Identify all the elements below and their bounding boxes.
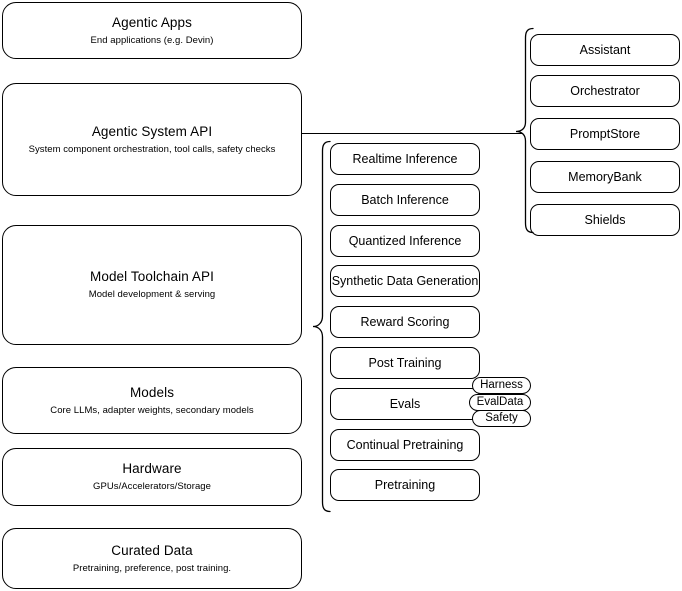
component-batch-inference[interactable]: Batch Inference	[330, 184, 480, 216]
evals-tag-safety[interactable]: Safety	[472, 410, 531, 427]
system-component-orchestrator[interactable]: Orchestrator	[530, 75, 680, 107]
component-label: Batch Inference	[361, 192, 449, 207]
layer-title: Curated Data	[111, 542, 193, 558]
layer-model-toolchain-api[interactable]: Model Toolchain API Model development & …	[2, 225, 302, 345]
layer-subtitle: System component orchestration, tool cal…	[28, 143, 276, 155]
layer-title: Models	[129, 384, 175, 400]
component-label: Realtime Inference	[352, 151, 458, 166]
component-evals[interactable]: Evals	[330, 388, 480, 420]
component-realtime-inference[interactable]: Realtime Inference	[330, 143, 480, 175]
component-label: Continual Pretraining	[346, 437, 464, 452]
layer-title: Model Toolchain API	[90, 269, 214, 284]
layer-subtitle: End applications (e.g. Devin)	[90, 34, 214, 46]
layer-models[interactable]: Models Core LLMs, adapter weights, secon…	[2, 367, 302, 434]
evals-tag-label: Harness	[480, 379, 523, 391]
layer-subtitle: Model development & serving	[88, 289, 216, 300]
system-component-shields[interactable]: Shields	[530, 204, 680, 236]
system-component-label: Assistant	[579, 42, 631, 57]
layer-title: Agentic Apps	[111, 14, 192, 30]
component-label: Synthetic Data Generation	[331, 273, 479, 288]
brace-toolchain-components	[311, 140, 331, 515]
layer-agentic-system-api[interactable]: Agentic System API System component orch…	[2, 83, 302, 196]
system-component-label: Shields	[584, 212, 626, 227]
component-quantized-inference[interactable]: Quantized Inference	[330, 225, 480, 257]
system-component-label: PromptStore	[569, 126, 641, 141]
evals-tag-label: Safety	[485, 412, 518, 424]
brace-system-components	[514, 27, 534, 235]
system-component-assistant[interactable]: Assistant	[530, 34, 680, 66]
component-post-training[interactable]: Post Training	[330, 347, 480, 379]
layer-subtitle: GPUs/Accelerators/Storage	[93, 481, 211, 492]
layer-title: Hardware	[122, 461, 182, 476]
connector-system-api-to-components	[302, 133, 523, 135]
system-component-promptstore[interactable]: PromptStore	[530, 118, 680, 150]
layer-title: Agentic System API	[91, 123, 213, 139]
evals-tag-evaldata[interactable]: EvalData	[469, 394, 531, 411]
component-reward-scoring[interactable]: Reward Scoring	[330, 306, 480, 338]
system-component-label: MemoryBank	[568, 169, 642, 184]
component-label: Post Training	[368, 355, 442, 370]
layer-subtitle: Pretraining, preference, post training.	[72, 562, 232, 574]
layer-curated-data[interactable]: Curated Data Pretraining, preference, po…	[2, 528, 302, 589]
component-label: Quantized Inference	[348, 233, 462, 248]
layer-agentic-apps[interactable]: Agentic Apps End applications (e.g. Devi…	[2, 2, 302, 59]
layer-subtitle: Core LLMs, adapter weights, secondary mo…	[50, 404, 254, 416]
component-synthetic-data-generation[interactable]: Synthetic Data Generation	[330, 265, 480, 297]
component-label: Pretraining	[374, 477, 436, 492]
component-pretraining[interactable]: Pretraining	[330, 469, 480, 501]
system-component-label: Orchestrator	[570, 83, 640, 98]
system-component-memorybank[interactable]: MemoryBank	[530, 161, 680, 193]
component-label: Reward Scoring	[360, 314, 450, 329]
evals-tag-harness[interactable]: Harness	[472, 377, 531, 394]
layer-hardware[interactable]: Hardware GPUs/Accelerators/Storage	[2, 448, 302, 506]
evals-tag-label: EvalData	[476, 396, 524, 408]
component-continual-pretraining[interactable]: Continual Pretraining	[330, 429, 480, 461]
component-label: Evals	[389, 396, 421, 411]
